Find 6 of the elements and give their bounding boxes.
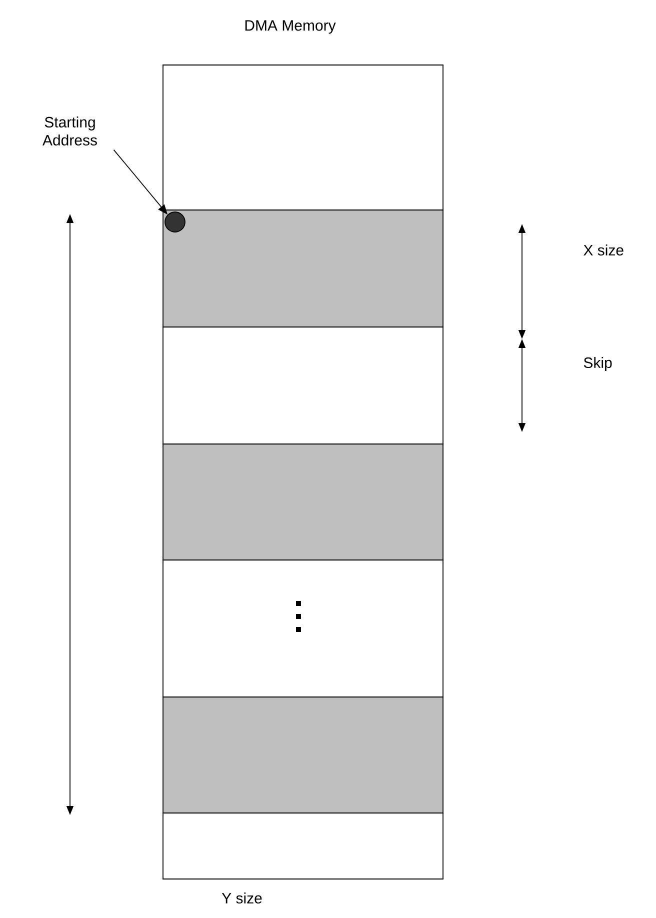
title: DMA Memory (245, 20, 336, 34)
dimension-label: X size (584, 244, 624, 256)
dimension-label: Skip (584, 357, 612, 371)
callout-text: Starting Address (42, 116, 97, 146)
dimension-label: Y size (222, 892, 262, 904)
address-dot (164, 212, 186, 232)
